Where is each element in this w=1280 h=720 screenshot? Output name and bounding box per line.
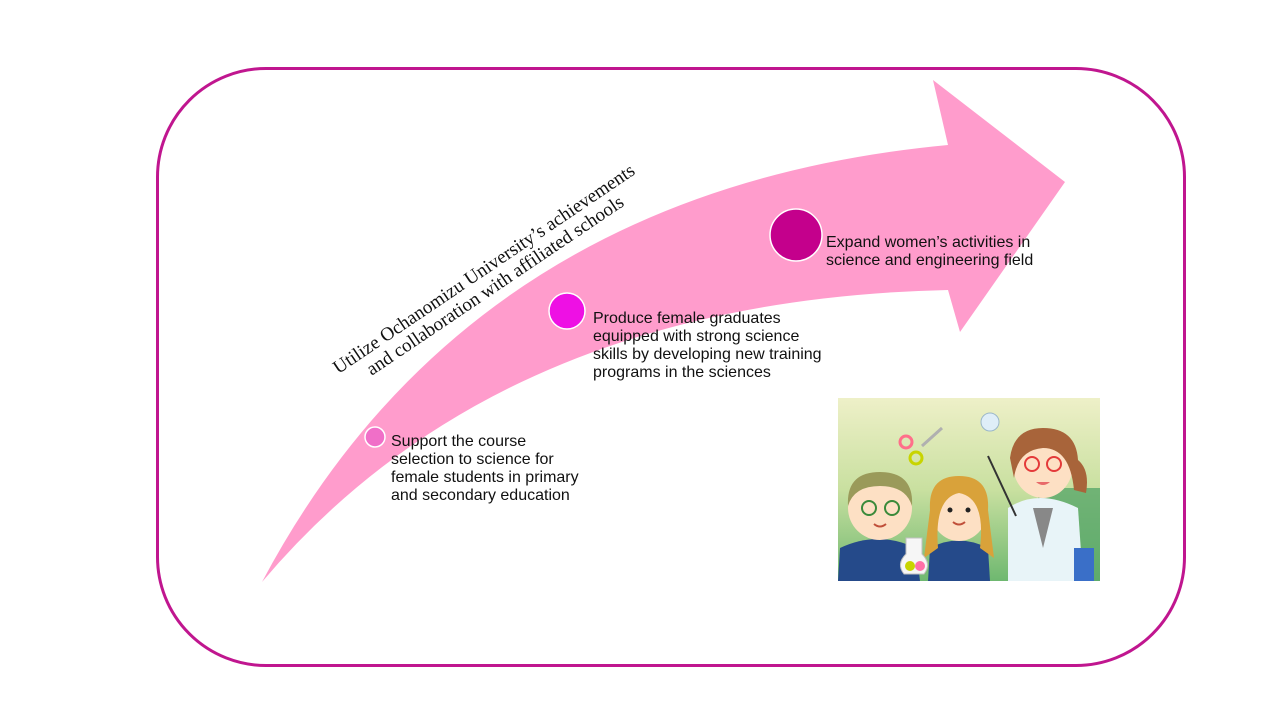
rounded-frame (156, 67, 1186, 667)
scissors-icon (898, 434, 914, 450)
lightbulb-icon (980, 412, 1000, 432)
step-3-text: Expand women’s activities in science and… (826, 234, 1034, 269)
step-3-dot (769, 208, 823, 262)
step-1-dot (364, 426, 386, 448)
step-2-text: Produce female graduates equipped with s… (593, 310, 822, 381)
step-1-text: Support the course selection to science … (391, 433, 579, 504)
arrow-body (262, 80, 1065, 582)
step-2-dot (548, 292, 586, 330)
teacher-and-students-illustration: ÷ x + 4 (838, 398, 1100, 581)
